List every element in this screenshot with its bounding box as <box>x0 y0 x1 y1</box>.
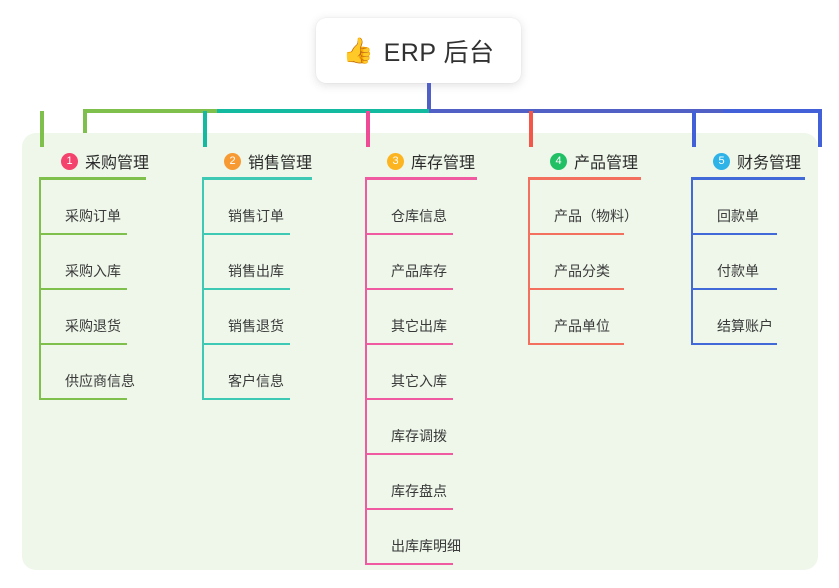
module-header-2[interactable]: 2 销售管理 <box>202 146 312 176</box>
module-badge-4: 4 <box>550 152 567 170</box>
bus-segment-green <box>83 109 219 113</box>
module-item-rule <box>365 563 453 565</box>
module-spine <box>528 180 530 345</box>
root-stem-connector <box>427 83 431 111</box>
module-item-rule <box>365 233 453 235</box>
bus-elbow-left <box>83 109 87 147</box>
module-column-1: 1 采购管理采购订单采购入库采购退货供应商信息 <box>39 146 149 400</box>
module-item-rule <box>365 288 453 290</box>
module-item-rule <box>202 233 290 235</box>
module-item-label: 回款单 <box>717 208 759 224</box>
module-item-label: 客户信息 <box>228 373 284 389</box>
module-header-1[interactable]: 1 采购管理 <box>39 146 149 176</box>
module-item-rule <box>528 288 624 290</box>
module-item-label: 产品单位 <box>554 318 610 334</box>
module-column-5: 5 财务管理回款单付款单结算账户 <box>691 146 805 345</box>
module-item-rule <box>365 508 453 510</box>
module-item-label: 结算账户 <box>717 318 773 334</box>
module-item-label: 采购入库 <box>65 263 121 279</box>
connector-drop-1 <box>40 111 44 147</box>
module-title: 销售管理 <box>248 155 313 172</box>
module-header-rule <box>691 177 805 180</box>
connector-drop-3 <box>366 111 370 147</box>
module-spine <box>202 180 204 400</box>
module-item-rule <box>365 398 453 400</box>
module-header-4[interactable]: 4 产品管理 <box>528 146 638 176</box>
module-item-label: 销售出库 <box>228 263 284 279</box>
module-item-label: 库存调拨 <box>391 428 447 444</box>
module-column-2: 2 销售管理销售订单销售出库销售退货客户信息 <box>202 146 312 400</box>
bus-elbow-right <box>818 109 822 147</box>
module-title: 采购管理 <box>85 155 150 172</box>
module-item-rule <box>691 343 777 345</box>
module-header-rule <box>39 177 146 180</box>
bus-segment-teal <box>217 109 431 113</box>
module-item-label: 仓库信息 <box>391 208 447 224</box>
module-item-label: 库存盘点 <box>391 483 447 499</box>
bus-segment-blue-right <box>723 109 822 113</box>
module-title: 产品管理 <box>574 155 639 172</box>
module-item-rule <box>39 343 127 345</box>
module-badge-2: 2 <box>224 152 241 170</box>
module-header-rule <box>202 177 312 180</box>
connector-drop-4 <box>529 111 533 147</box>
module-title: 财务管理 <box>737 155 802 172</box>
module-item-label: 其它入库 <box>391 373 447 389</box>
module-item-label: 供应商信息 <box>65 373 135 389</box>
module-item-label: 产品分类 <box>554 263 610 279</box>
module-badge-1: 1 <box>61 152 78 170</box>
module-item-rule <box>691 288 777 290</box>
thumbs-up-icon: 👍 <box>342 36 374 65</box>
module-item-label: 产品库存 <box>391 263 447 279</box>
module-item-rule <box>528 233 624 235</box>
root-node-title: ERP 后台 <box>383 38 495 67</box>
module-badge-5: 5 <box>713 152 730 170</box>
module-item-rule <box>202 288 290 290</box>
module-header-3[interactable]: 3 库存管理 <box>365 146 475 176</box>
module-item-label: 出库库明细 <box>391 538 461 554</box>
module-column-4: 4 产品管理产品（物料） 产品分类产品单位 <box>528 146 641 345</box>
module-item-rule <box>202 398 290 400</box>
module-header-5[interactable]: 5 财务管理 <box>691 146 801 176</box>
module-header-rule <box>528 177 641 180</box>
bus-segment-blue <box>429 109 725 113</box>
module-item-label: 付款单 <box>717 263 759 279</box>
modules-panel <box>22 133 818 570</box>
module-item-label: 采购订单 <box>65 208 121 224</box>
module-spine <box>365 180 367 565</box>
module-item-rule <box>39 288 127 290</box>
module-item-label: 销售退货 <box>228 318 284 334</box>
connector-drop-2 <box>203 111 207 147</box>
connector-drop-5 <box>692 111 696 147</box>
module-spine <box>39 180 41 400</box>
module-badge-3: 3 <box>387 152 404 170</box>
module-item-rule <box>365 453 453 455</box>
module-item-label: 产品（物料） <box>554 208 638 224</box>
module-header-rule <box>365 177 477 180</box>
module-item-rule <box>39 233 127 235</box>
root-node[interactable]: 👍 ERP 后台 <box>316 18 521 83</box>
module-title: 库存管理 <box>411 155 476 172</box>
module-item-rule <box>365 343 453 345</box>
module-column-3: 3 库存管理仓库信息产品库存其它出库其它入库库存调拨库存盘点出库库明细 <box>365 146 477 565</box>
module-item-rule <box>528 343 624 345</box>
module-spine <box>691 180 693 345</box>
module-item-rule <box>202 343 290 345</box>
module-item-rule <box>691 233 777 235</box>
module-item-label: 采购退货 <box>65 318 121 334</box>
module-item-label: 销售订单 <box>228 208 284 224</box>
module-item-rule <box>39 398 127 400</box>
module-item-label: 其它出库 <box>391 318 447 334</box>
